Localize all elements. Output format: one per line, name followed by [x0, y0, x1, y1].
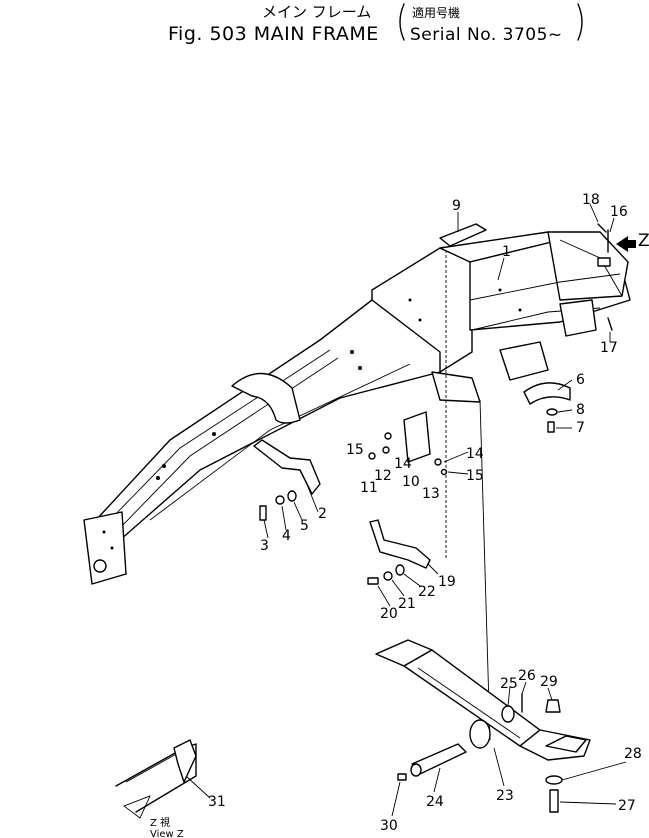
callout-14b: 14 — [466, 446, 484, 462]
callout-3: 3 — [260, 538, 269, 554]
callout-15b: 15 — [466, 468, 484, 484]
callout-4: 4 — [282, 528, 291, 544]
serial-number: Serial No. 3705~ — [410, 25, 563, 45]
callout-1: 1 — [502, 244, 511, 260]
callout-23: 23 — [496, 788, 514, 804]
callout-8: 8 — [576, 402, 585, 418]
view-z-arrow-label: Z — [638, 231, 649, 251]
callout-21: 21 — [398, 596, 416, 612]
callout-9: 9 — [452, 198, 461, 214]
figure-title: Fig. 503 MAIN FRAME — [168, 23, 379, 45]
callout-31: 31 — [208, 794, 226, 810]
callout-20: 20 — [380, 606, 398, 622]
callout-7: 7 — [576, 420, 585, 436]
callout-14a: 14 — [394, 456, 412, 472]
callout-16: 16 — [610, 204, 628, 220]
callout-13: 13 — [422, 486, 440, 502]
callout-11: 11 — [360, 480, 378, 496]
bracket-10 — [403, 411, 431, 463]
callout-24: 24 — [426, 794, 444, 810]
callout-29: 29 — [540, 674, 558, 690]
callouts: 1 2 3 4 5 6 7 8 9 10 11 12 13 14 14 15 1… — [208, 192, 642, 834]
fender — [231, 372, 301, 424]
callout-28: 28 — [624, 746, 642, 762]
strap-19 — [369, 519, 431, 569]
view-label-japanese: Z 視 — [150, 816, 170, 829]
callout-19: 19 — [438, 574, 456, 590]
main-frame — [83, 231, 631, 585]
strap-2 — [253, 439, 321, 495]
callout-2: 2 — [318, 506, 327, 522]
callout-12: 12 — [374, 468, 392, 484]
view-z-inset: Z 視 View Z — [115, 739, 197, 838]
callout-5: 5 — [300, 518, 309, 534]
callout-22: 22 — [418, 584, 436, 600]
callout-15a: 15 — [346, 442, 364, 458]
plate-9 — [439, 223, 487, 247]
callout-18: 18 — [582, 192, 600, 208]
view-label-english: View Z — [150, 829, 184, 838]
callout-10: 10 — [402, 474, 420, 490]
serial-bracket-right — [577, 3, 583, 41]
callout-17: 17 — [600, 340, 618, 356]
callout-27: 27 — [618, 798, 636, 814]
header: メイン フレーム Fig. 503 MAIN FRAME 適用号機 Serial… — [168, 3, 583, 45]
callout-25: 25 — [500, 676, 518, 692]
callout-30: 30 — [380, 818, 398, 834]
callout-6: 6 — [576, 372, 585, 388]
view-z-arrow: Z — [616, 231, 649, 252]
callout-26: 26 — [518, 668, 536, 684]
serial-label-japanese: 適用号機 — [412, 5, 460, 20]
serial-bracket-left — [399, 3, 405, 41]
leader-lines — [185, 203, 627, 817]
clamp-6 — [523, 382, 571, 405]
title-japanese: メイン フレーム — [262, 3, 371, 21]
